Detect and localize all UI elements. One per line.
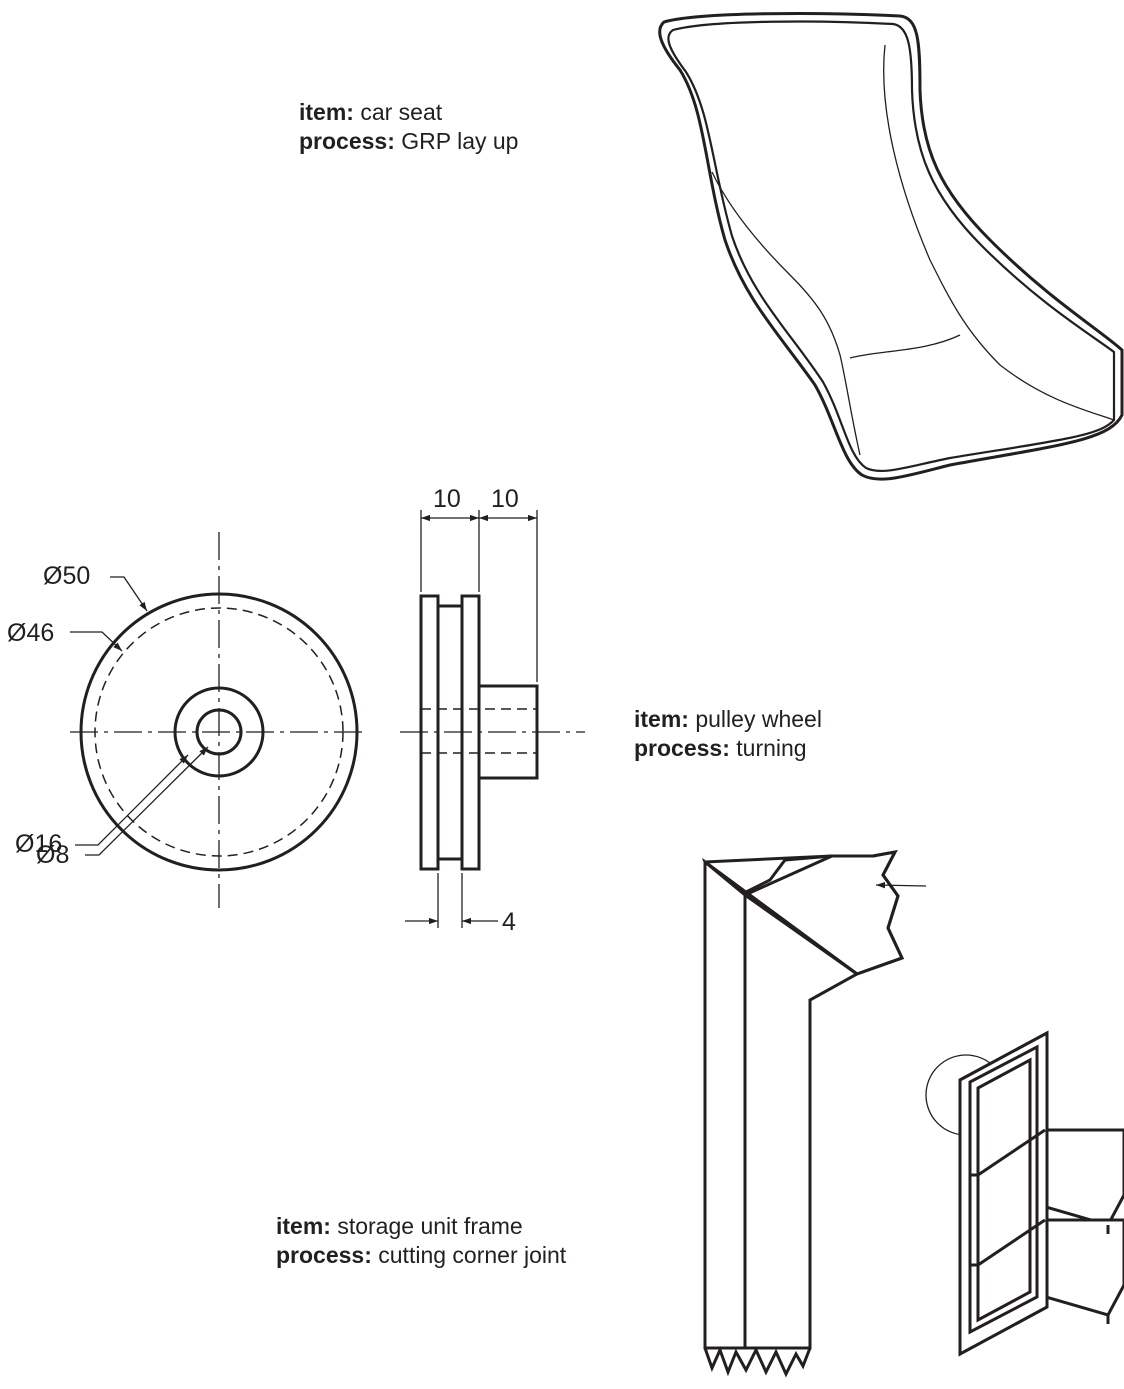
item-value: pulley wheel [695, 706, 822, 732]
dim-bore-diameter: Ø8 [36, 841, 69, 869]
dim-boss-diameter: Ø16 [15, 830, 62, 858]
caption-storage-unit-frame: item: storage unit frame process: cuttin… [276, 1212, 566, 1270]
process-label: process: [276, 1242, 372, 1268]
dim-groove-diameter: Ø46 [7, 619, 54, 647]
process-value: cutting corner joint [378, 1242, 567, 1268]
caption-pulley-wheel: item: pulley wheel process: turning [634, 705, 822, 763]
process-value: GRP lay up [401, 128, 519, 154]
caption-car-seat: item: car seat process: GRP lay up [299, 98, 518, 156]
process-label: process: [634, 735, 730, 761]
item-value: storage unit frame [337, 1213, 523, 1239]
item-label: item: [299, 99, 354, 125]
corner-joint-detail [701, 849, 927, 1378]
storage-unit-drawing [925, 1030, 1124, 1357]
process-label: process: [299, 128, 395, 154]
item-label: item: [634, 706, 689, 732]
car-seat-drawing [658, 12, 1124, 481]
dim-flange-width: 10 [433, 485, 461, 513]
dim-boss-length: 10 [491, 485, 519, 513]
dim-outer-diameter: Ø50 [43, 562, 90, 590]
dim-groove-width: 4 [502, 908, 516, 936]
item-value: car seat [360, 99, 443, 125]
pulley-side-view: 10 10 4 [400, 485, 585, 936]
process-value: turning [736, 735, 807, 761]
pulley-front-view: Ø50 Ø46 Ø16 Ø8 [7, 532, 368, 908]
item-label: item: [276, 1213, 331, 1239]
